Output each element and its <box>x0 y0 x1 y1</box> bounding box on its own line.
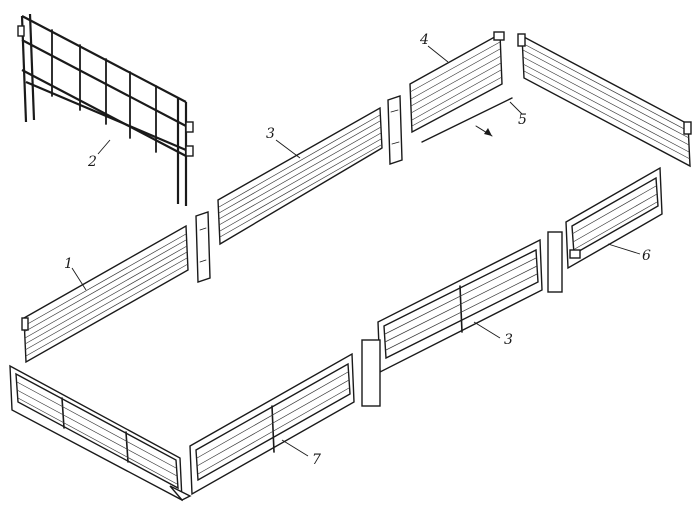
hinged-board-front <box>189 352 355 496</box>
front-grille-part <box>17 13 194 206</box>
callout-2: 2 <box>87 154 97 170</box>
hinged-board-middle <box>361 238 543 407</box>
callout-6: 6 <box>642 248 651 264</box>
post-left <box>195 211 211 283</box>
rear-corner-board <box>9 364 192 502</box>
hinged-board-right <box>547 166 663 293</box>
side-board-right-rear <box>517 33 692 168</box>
rod-part <box>421 97 513 143</box>
side-board-front-short <box>409 31 505 134</box>
side-board-left <box>21 224 189 364</box>
callout-7: 7 <box>312 452 321 468</box>
leader-lines <box>71 45 641 457</box>
side-board-upper <box>217 106 383 246</box>
callout-1: 1 <box>64 256 73 272</box>
post-middle <box>387 95 403 165</box>
callout-3-lower: 3 <box>504 332 513 348</box>
callout-5: 5 <box>518 112 527 128</box>
callout-3-upper: 3 <box>266 126 275 142</box>
callout-4: 4 <box>419 32 429 48</box>
